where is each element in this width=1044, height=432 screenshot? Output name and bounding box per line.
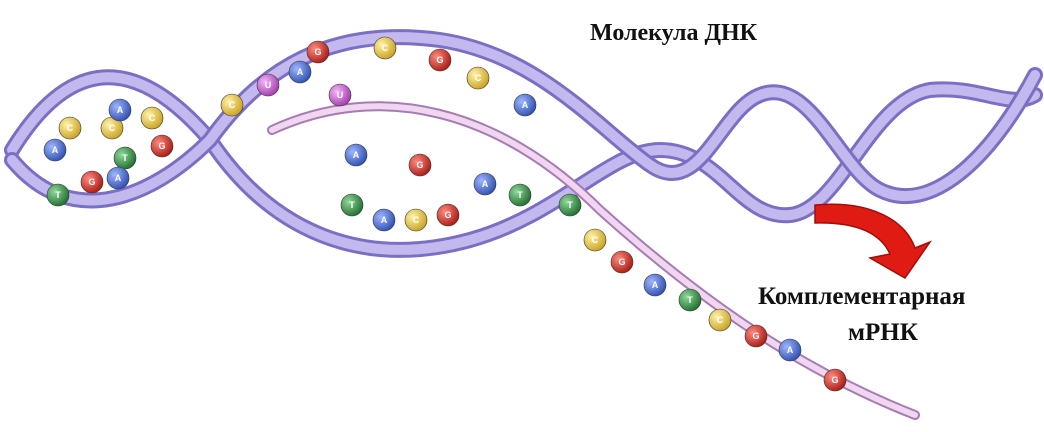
- base-letter: G: [436, 55, 443, 65]
- base-letter: C: [109, 123, 116, 133]
- base-letter: C: [229, 100, 236, 110]
- base-letter: U: [337, 90, 344, 100]
- base-letter: A: [353, 150, 360, 160]
- base-letter: G: [752, 331, 759, 341]
- base-letter: T: [687, 295, 693, 305]
- base-letter: A: [297, 67, 304, 77]
- base-letter: T: [122, 153, 128, 163]
- base-letter: A: [482, 179, 489, 189]
- base-letter: C: [149, 113, 156, 123]
- base-letter: C: [67, 123, 74, 133]
- dna-molecule-label: Молекула ДНК: [590, 20, 757, 47]
- base-letter: A: [381, 215, 388, 225]
- base-letter: T: [349, 200, 355, 210]
- base-letter: A: [522, 100, 529, 110]
- mrna-strand: [272, 106, 915, 415]
- base-letter: G: [416, 160, 423, 170]
- mrna-label-line-2: мРНК: [848, 319, 918, 347]
- base-letter: G: [158, 141, 165, 151]
- base-letter: C: [592, 235, 599, 245]
- base-letter: G: [618, 257, 625, 267]
- base-letter: A: [652, 280, 659, 290]
- base-letter: T: [55, 190, 61, 200]
- base-letter: A: [52, 145, 59, 155]
- base-letter: G: [444, 210, 451, 220]
- base-letter: T: [567, 200, 573, 210]
- base-letter: U: [265, 80, 272, 90]
- base-letter: A: [787, 345, 794, 355]
- base-letter: T: [517, 190, 523, 200]
- mrna-label-line-1: Комплементарная: [758, 283, 965, 311]
- base-letter: G: [831, 375, 838, 385]
- base-letter: C: [717, 315, 724, 325]
- base-letter: A: [115, 173, 122, 183]
- red-arrow-icon: [815, 204, 930, 278]
- base-letter: G: [314, 47, 321, 57]
- base-letter: C: [475, 73, 482, 83]
- base-letter: G: [88, 177, 95, 187]
- base-letter: A: [117, 105, 124, 115]
- base-letter: C: [413, 215, 420, 225]
- base-letter: C: [382, 43, 389, 53]
